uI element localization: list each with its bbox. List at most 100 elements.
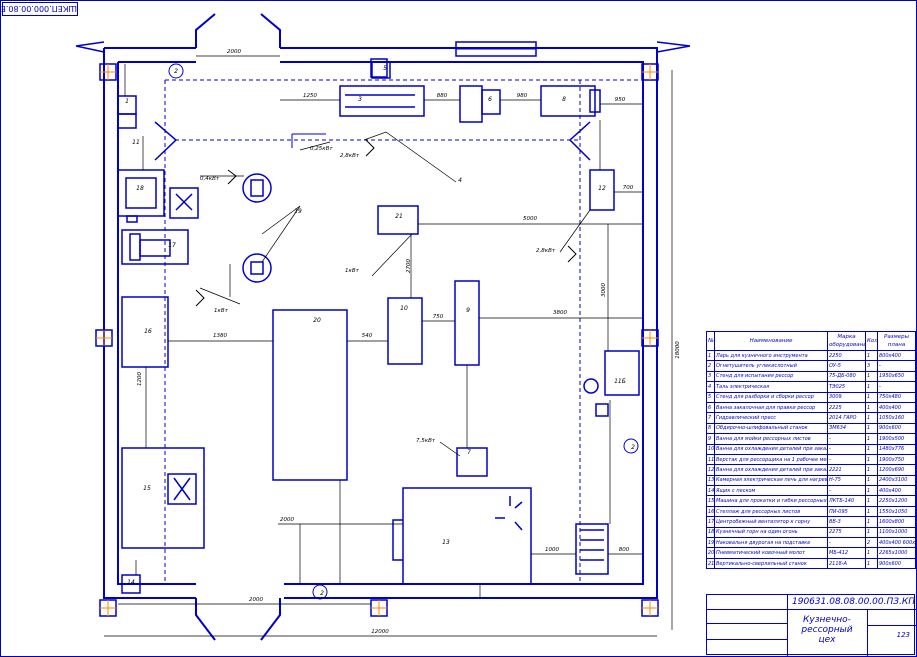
eq-11-vert	[575, 523, 609, 575]
spec-cell-name: Ванна для мойки рессорных листов	[714, 433, 828, 445]
equipment-label: 9	[466, 307, 470, 314]
spec-cell-qty: 1	[865, 516, 878, 528]
spec-cell-name: Таль электрическая	[714, 381, 828, 393]
leader-lines	[199, 131, 591, 457]
spec-cell-size: 1550х1050	[877, 505, 916, 518]
gate-left-arrow	[75, 41, 105, 53]
spec-cell-size: 2265х1000	[877, 547, 916, 559]
spec-cell-qty: 1	[865, 474, 878, 487]
dim-2000-top: 2000	[227, 49, 241, 55]
spec-cell-name: Обдирочно-шлифовальный станок	[714, 422, 828, 435]
spec-cell-no: 16	[706, 505, 715, 518]
spec-cell-name: Ванна для охлаждения деталей при закалке…	[714, 443, 828, 455]
hood-triangles	[154, 121, 591, 161]
spec-table-panel: № Наименование Марка оборудования Кол Ра…	[706, 331, 916, 593]
dim-2000-left: 2000	[280, 517, 294, 523]
spec-header-name: Наименование	[714, 331, 828, 351]
spec-cell-model: 3009	[827, 391, 866, 403]
spec-cell-size: 2400х3100	[877, 474, 916, 487]
spec-cell-name: Наковальня двурогая на подставке	[714, 537, 828, 549]
equipment-label: 1	[125, 98, 129, 105]
spec-cell-size: 1200х690	[877, 464, 916, 476]
columns	[95, 58, 659, 617]
equipment-label: 12	[598, 185, 606, 192]
equipment-label: 17	[168, 242, 176, 249]
equipment-label: 13	[442, 539, 450, 546]
spec-cell-qty: 1	[865, 433, 878, 445]
spec-cell-model: 2221	[827, 464, 866, 476]
spec-header-size: Размеры плана	[877, 331, 916, 351]
spec-cell-model: ОУ-5	[827, 360, 866, 372]
ventilation-lines	[291, 133, 326, 148]
spec-cell-no: 3	[706, 370, 715, 383]
eq-6	[583, 378, 599, 394]
spec-cell-name: Ящик с песком	[714, 485, 828, 497]
spec-header-model: Марка оборудования	[827, 331, 866, 351]
equipment-label: 2	[174, 68, 178, 75]
spec-cell-model: ВВ-3	[827, 516, 866, 528]
spec-cell-qty: 1	[865, 464, 878, 476]
spec-cell-size: 1480х776	[877, 443, 916, 455]
dim-3000: 3000	[601, 283, 607, 297]
equipment-label: 6	[488, 96, 492, 103]
spec-cell-model: 75-ДБ-080	[827, 370, 866, 383]
spec-cell-no: 4	[706, 381, 715, 393]
spec-cell-model: -	[827, 537, 866, 549]
equipment-label: 11	[132, 139, 140, 146]
spec-cell-name: Камерная электрическая печь для нагрева …	[714, 474, 828, 487]
equipment-label: 14	[127, 579, 135, 586]
power-note: 2,8кВт	[340, 153, 360, 159]
equipment-label: 11Б	[614, 378, 626, 385]
spec-cell-no: 12	[706, 464, 715, 476]
spec-cell-no: 13	[706, 474, 715, 487]
anvil-small	[169, 187, 199, 219]
spark-marks	[495, 496, 523, 531]
eq-13-door	[392, 519, 403, 561]
spec-cell-size: 750х480	[877, 391, 916, 403]
eq-18-base	[126, 215, 138, 223]
spec-cell-name: Ванна закалочная для правки рессор	[714, 401, 828, 414]
power-note: 1кВт	[345, 268, 360, 274]
eq-18	[117, 169, 165, 217]
spec-cell-no: 5	[706, 391, 715, 403]
spec-cell-qty: 1	[865, 485, 878, 497]
gate-top	[195, 13, 281, 48]
spec-cell-size: 2250х1200	[877, 495, 916, 507]
eq-12	[589, 169, 615, 211]
title-block-code: 190631.08.08.00.00.ПЗ.КП	[792, 597, 916, 607]
power-note: 7,5кВт	[416, 438, 436, 444]
spec-cell-name: Пневматический ковочный молот	[714, 547, 828, 559]
spec-cell-model: 2275	[827, 526, 866, 539]
spec-cell-model: -	[827, 433, 866, 445]
dim-2700: 2700	[406, 259, 412, 273]
spec-cell-size: 800х400	[877, 349, 916, 362]
spec-cell-model: -	[827, 485, 866, 497]
equipment-label: 7	[467, 449, 471, 456]
spec-cell-name: Ларь для кузнечного инструмента	[714, 349, 828, 362]
spec-cell-name: Стеллаж для рессорных листов	[714, 505, 828, 518]
spec-cell-qty: 1	[865, 443, 878, 455]
spec-cell-no: 21	[706, 557, 715, 570]
spec-cell-size: 1900х750	[877, 453, 916, 466]
equipment-label: 8	[562, 96, 566, 103]
equipment-label: 2	[320, 590, 324, 597]
dim-2000-bottom: 2000	[249, 597, 263, 603]
spec-cell-qty: 1	[865, 412, 878, 424]
spec-cell-model: Н-75	[827, 474, 866, 487]
spec-cell-name: Машина для прокатки и гибки рессорных ли…	[714, 495, 828, 507]
spec-cell-qty: 1	[865, 557, 878, 570]
equipment-label: 15	[143, 485, 151, 492]
spec-cell-no: 2	[706, 360, 715, 372]
spec-cell-qty: 1	[865, 391, 878, 403]
extinguisher-markers	[168, 63, 639, 600]
spec-cell-model: 2014 ГАРО	[827, 412, 866, 424]
spec-cell-model: МБ-412	[827, 547, 866, 559]
